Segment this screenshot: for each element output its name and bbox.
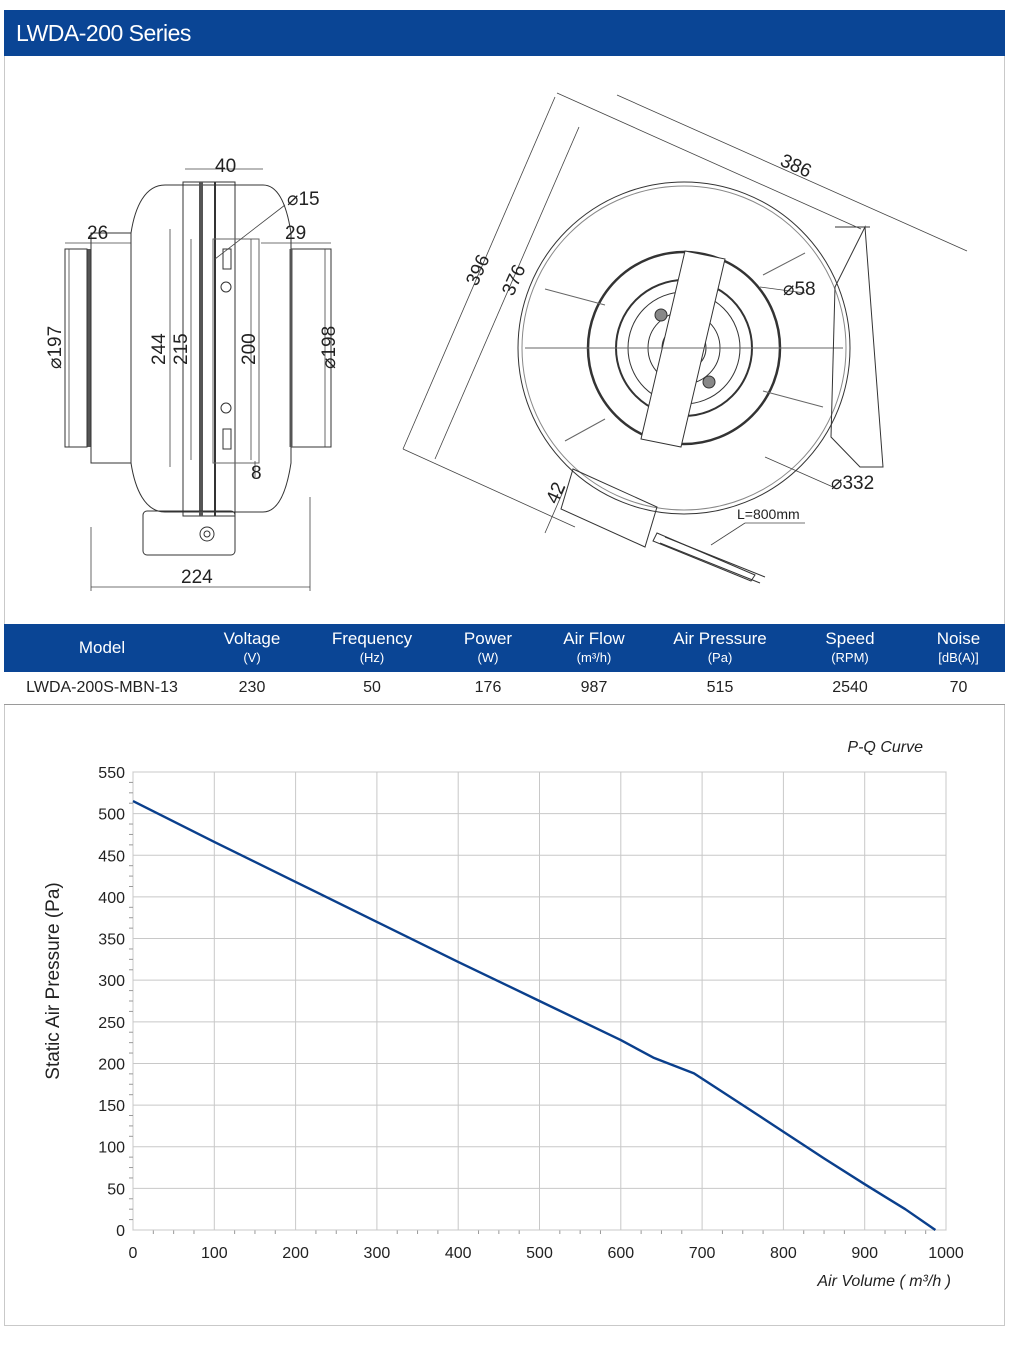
x-tick-label: 700	[689, 1245, 716, 1262]
cell-voltage: 230	[238, 679, 266, 696]
x-tick-label: 0	[129, 1245, 138, 1262]
y-tick-label: 400	[98, 890, 125, 907]
dim-hub: ⌀58	[783, 279, 816, 300]
y-tick-label: 0	[116, 1223, 125, 1240]
y-tick-label: 150	[98, 1098, 125, 1115]
col-model: Model	[78, 638, 126, 657]
cable-box	[560, 468, 658, 548]
x-tick-label: 500	[526, 1245, 553, 1262]
x-tick-label: 600	[607, 1245, 634, 1262]
x-tick-label: 200	[282, 1245, 309, 1262]
dim-diameter: ⌀332	[831, 473, 874, 494]
chart-title: P-Q Curve	[847, 739, 923, 756]
spec-table-header: Model Voltage (V) Frequency (Hz) Power (…	[4, 624, 1005, 672]
cable-length: L=800mm	[737, 506, 800, 522]
left-flange	[64, 248, 88, 448]
cell-airflow: 987	[580, 679, 608, 696]
cell-frequency: 50	[363, 679, 381, 696]
dim-small: 8	[251, 463, 262, 484]
col-voltage: Voltage (V)	[223, 629, 281, 665]
col-air-pressure: Air Pressure (Pa)	[673, 629, 767, 665]
col-frequency: Frequency (Hz)	[331, 629, 413, 665]
y-tick-label: 200	[98, 1056, 125, 1073]
cell-noise: 70	[949, 679, 968, 696]
series-title: LWDA-200 Series	[16, 20, 191, 46]
dim-height-200: 200	[239, 333, 260, 365]
x-tick-label: 300	[364, 1245, 391, 1262]
x-tick-label: 800	[770, 1245, 797, 1262]
cell-speed: 2540	[832, 679, 868, 696]
dim-hole: ⌀15	[287, 189, 320, 210]
drawing-svg: 40 26 ⌀15 29 ⌀197 244 215 200 ⌀198 8 224…	[45, 92, 968, 591]
y-axis-label: Static Air Pressure (Pa)	[43, 882, 64, 1079]
dim-height-244: 244	[149, 333, 170, 365]
table-row: LWDA-200S-MBN-13 230 50 176 987 515 2540…	[4, 672, 1005, 705]
y-tick-label: 450	[98, 848, 125, 865]
dim-width: 224	[181, 567, 213, 588]
side-view	[64, 168, 332, 591]
col-speed: Speed (RPM)	[825, 629, 875, 665]
y-tick-label: 550	[98, 765, 125, 782]
cell-power: 176	[474, 679, 502, 696]
x-tick-label: 900	[851, 1245, 878, 1262]
dim-outlet-left: ⌀197	[45, 326, 66, 369]
spec-table: Model Voltage (V) Frequency (Hz) Power (…	[4, 624, 1005, 705]
dim-box: 42	[542, 479, 570, 507]
pq-curve-line	[132, 800, 937, 1231]
col-power: Power (W)	[463, 629, 513, 665]
motor-body	[130, 184, 292, 513]
dim-height-215: 215	[171, 333, 192, 365]
col-noise: Noise [dB(A)]	[936, 629, 981, 665]
y-tick-label: 250	[98, 1015, 125, 1032]
y-tick-label: 500	[98, 807, 125, 824]
x-tick-label: 1000	[928, 1245, 964, 1262]
y-tick-label: 350	[98, 932, 125, 949]
dim-386: 386	[777, 150, 815, 182]
x-axis-label: Air Volume ( m³/h )	[816, 1273, 951, 1290]
col-airflow: Air Flow (m³/h)	[563, 629, 625, 665]
front-view	[402, 92, 968, 584]
mount-bracket	[640, 250, 726, 448]
x-tick-label: 400	[445, 1245, 472, 1262]
x-tick-label: 100	[201, 1245, 228, 1262]
y-tick-label: 100	[98, 1140, 125, 1157]
dim-outlet-right: ⌀198	[319, 326, 340, 369]
housing-outer	[517, 181, 851, 515]
cell-air-pressure: 515	[706, 679, 734, 696]
y-tick-label: 300	[98, 973, 125, 990]
dim-right-flange: 29	[285, 223, 306, 244]
y-tick-label: 50	[107, 1181, 125, 1198]
series-header: LWDA-200 Series	[4, 10, 1005, 56]
dim-396: 396	[462, 252, 494, 290]
dim-top: 40	[215, 156, 236, 177]
technical-drawing: 40 26 ⌀15 29 ⌀197 244 215 200 ⌀198 8 224…	[5, 57, 1004, 624]
dim-376: 376	[498, 262, 530, 300]
dim-left-flange: 26	[87, 223, 108, 244]
cell-model: LWDA-200S-MBN-13	[26, 679, 178, 696]
